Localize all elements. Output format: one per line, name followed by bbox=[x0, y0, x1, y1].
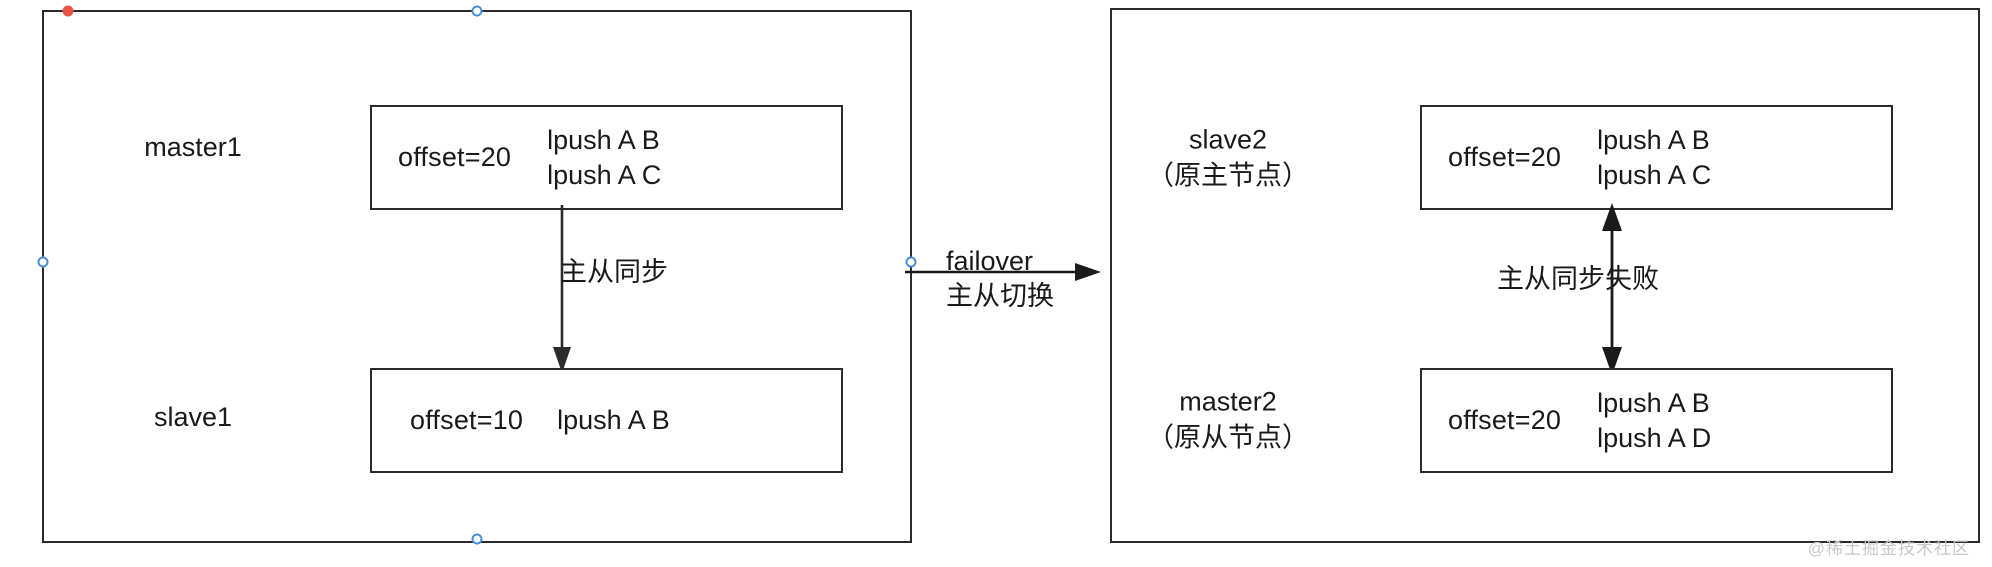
selection-handle-top-middle[interactable] bbox=[471, 5, 483, 17]
sync-arrow-label-left: 主从同步 bbox=[560, 257, 668, 287]
node-box-slave2[interactable]: offset=20 lpush A B lpush A C bbox=[1420, 105, 1893, 210]
role-label-master1: master1 bbox=[144, 131, 242, 162]
watermark: @稀土掘金技术社区 bbox=[1807, 539, 1970, 558]
sync-failed-arrow-right bbox=[1602, 203, 1622, 375]
failover-arrow bbox=[905, 263, 1101, 281]
command-list-slave2: lpush A B lpush A C bbox=[1597, 124, 1712, 190]
role-label-slave1: slave1 bbox=[153, 401, 233, 432]
selection-handle-middle-left[interactable] bbox=[37, 256, 49, 268]
offset-value-master1: offset=20 bbox=[398, 142, 512, 172]
sync-arrow-left bbox=[553, 205, 571, 373]
command-list-slave1: lpush A B bbox=[557, 405, 670, 436]
offset-value-slave1: offset=10 bbox=[410, 405, 524, 435]
selection-handle-middle-right[interactable] bbox=[905, 256, 917, 268]
selection-handle-bottom-middle[interactable] bbox=[471, 533, 483, 545]
node-box-master2[interactable]: offset=20 lpush A B lpush A D bbox=[1420, 368, 1893, 473]
role-label-slave2: slave2 （原主节点） bbox=[1147, 124, 1309, 191]
sync-arrow-label-right: 主从同步失败 bbox=[1497, 264, 1659, 294]
failover-label: failover 主从切换 bbox=[946, 246, 1054, 312]
command-list-master2: lpush A B lpush A D bbox=[1597, 387, 1712, 453]
command-list-master1: lpush A B lpush A C bbox=[547, 124, 662, 190]
offset-value-slave2: offset=20 bbox=[1448, 142, 1562, 172]
role-label-master2: master2 （原从节点） bbox=[1147, 386, 1309, 453]
node-box-master1[interactable]: offset=20 lpush A B lpush A C bbox=[370, 105, 843, 210]
node-box-slave1[interactable]: offset=10 lpush A B bbox=[370, 368, 843, 473]
offset-value-master2: offset=20 bbox=[1448, 405, 1562, 435]
selection-handle-top-left[interactable] bbox=[62, 5, 74, 17]
